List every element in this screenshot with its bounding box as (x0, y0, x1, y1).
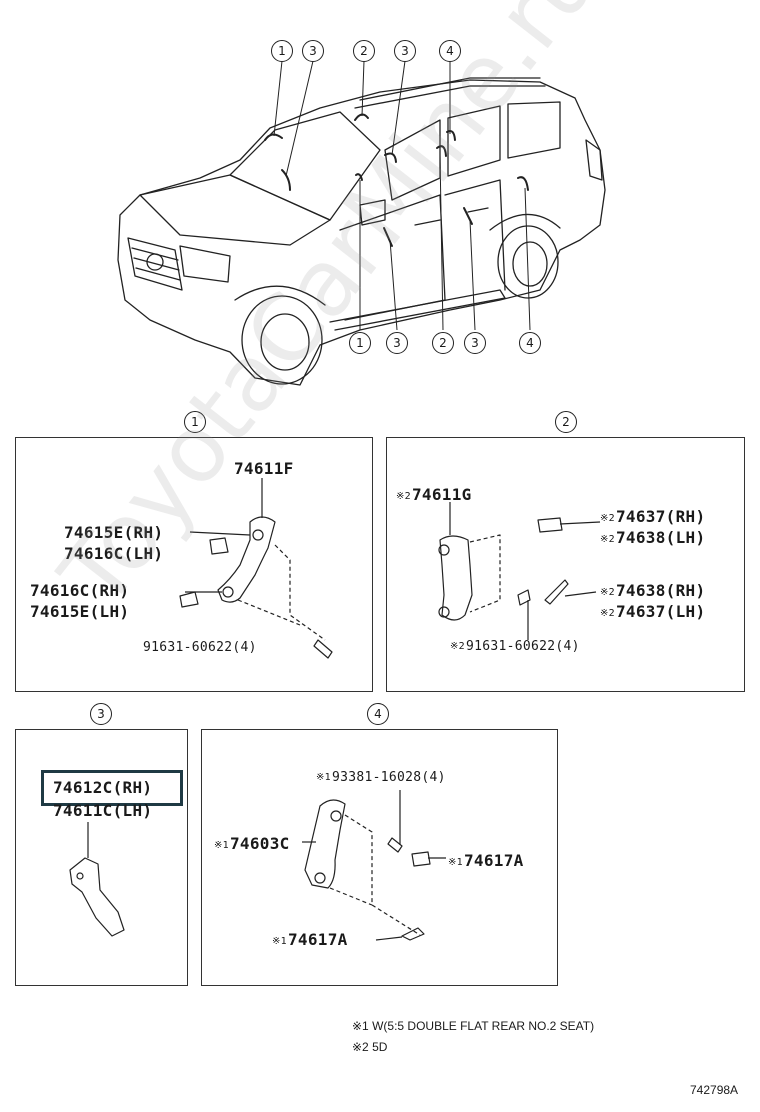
callout-bottom-4: 4 (519, 332, 541, 354)
panel2-part-74637-LH: ※274637(LH) (600, 602, 705, 621)
panel-1 (15, 437, 373, 692)
diagram-code: 742798A (690, 1083, 739, 1097)
footnote-2: ※2 5D (352, 1040, 387, 1054)
panel4-mark: ※1 (316, 772, 331, 783)
footnote-1-mark: ※1 (352, 1019, 369, 1033)
panel1-part-91631-60622: 91631-60622(4) (143, 640, 257, 655)
panel2-part-74638-LH-label: 74638(LH) (616, 528, 706, 547)
footnote-1: ※1 W(5:5 DOUBLE FLAT REAR NO.2 SEAT) (352, 1019, 594, 1033)
panel4-mark: ※1 (448, 857, 463, 868)
callout-bottom-1: 1 (349, 332, 371, 354)
panel2-part-74638-LH: ※274638(LH) (600, 528, 705, 547)
panel2-mark: ※2 (600, 534, 615, 545)
panel4-part-74603C: ※174603C (214, 834, 290, 853)
callout-top-4: 4 (439, 40, 461, 62)
panel4-part-74603C-label: 74603C (230, 834, 290, 853)
callout-bottom-2: 2 (432, 332, 454, 354)
panel4-part-74617A-upper-label: 74617A (464, 851, 524, 870)
panel2-part-74637-LH-label: 74637(LH) (616, 602, 706, 621)
panel-4 (201, 729, 558, 986)
footnote-1-text: W(5:5 DOUBLE FLAT REAR NO.2 SEAT) (372, 1019, 595, 1033)
panel2-mark: ※2 (600, 608, 615, 619)
panel2-part-74637-RH: ※274637(RH) (600, 507, 705, 526)
panel3-part-74611C-LH: 74611C(LH) (53, 801, 153, 820)
panel2-part-74638-RH-label: 74638(RH) (616, 581, 706, 600)
panel3-part-74612C-RH: 74612C(RH) (53, 778, 153, 797)
panel2-part-74611G: ※274611G (396, 485, 472, 504)
panel2-number: 2 (555, 411, 577, 433)
panel1-part-74615E-LH: 74615E(LH) (30, 602, 130, 621)
panel1-number: 1 (184, 411, 206, 433)
callout-top-3: 3 (302, 40, 324, 62)
panel-3 (15, 729, 188, 986)
panel4-part-74617A-upper: ※174617A (448, 851, 524, 870)
panel4-part-93381-16028-label: 93381-16028(4) (332, 770, 446, 785)
footnote-2-mark: ※2 (352, 1040, 369, 1054)
panel3-number: 3 (90, 703, 112, 725)
panel4-part-74617A-lower: ※174617A (272, 930, 348, 949)
panel2-mark: ※2 (600, 587, 615, 598)
panel2-part-74638-RH: ※274638(RH) (600, 581, 705, 600)
panel4-mark: ※1 (272, 936, 287, 947)
panel1-part-74616C-RH: 74616C(RH) (30, 581, 130, 600)
highlighted-part-box (41, 770, 183, 806)
panel2-part-91631-60622-label: 91631-60622(4) (466, 639, 580, 654)
callout-bottom-3b: 3 (464, 332, 486, 354)
panel1-part-74616C-LH: 74616C(LH) (64, 544, 164, 563)
panel2-mark: ※2 (450, 641, 465, 652)
vehicle-overview-drawing (117, 60, 606, 386)
callout-top-3b: 3 (394, 40, 416, 62)
callout-top-2: 2 (353, 40, 375, 62)
panel2-mark: ※2 (600, 513, 615, 524)
callout-top-1: 1 (271, 40, 293, 62)
panel-2 (386, 437, 745, 692)
panel2-part-74637-RH-label: 74637(RH) (616, 507, 706, 526)
panel1-part-74611F: 74611F (234, 459, 294, 478)
panel4-part-93381-16028: ※193381-16028(4) (316, 770, 446, 785)
panel2-mark: ※2 (396, 491, 411, 502)
panel1-part-74615E-RH: 74615E(RH) (64, 523, 164, 542)
panel2-part-91631-60622: ※291631-60622(4) (450, 639, 580, 654)
footnote-2-text: 5D (372, 1040, 388, 1054)
panel2-part-74611G-label: 74611G (412, 485, 472, 504)
panel4-part-74617A-lower-label: 74617A (288, 930, 348, 949)
callout-bottom-3: 3 (386, 332, 408, 354)
panel4-mark: ※1 (214, 840, 229, 851)
panel4-number: 4 (367, 703, 389, 725)
